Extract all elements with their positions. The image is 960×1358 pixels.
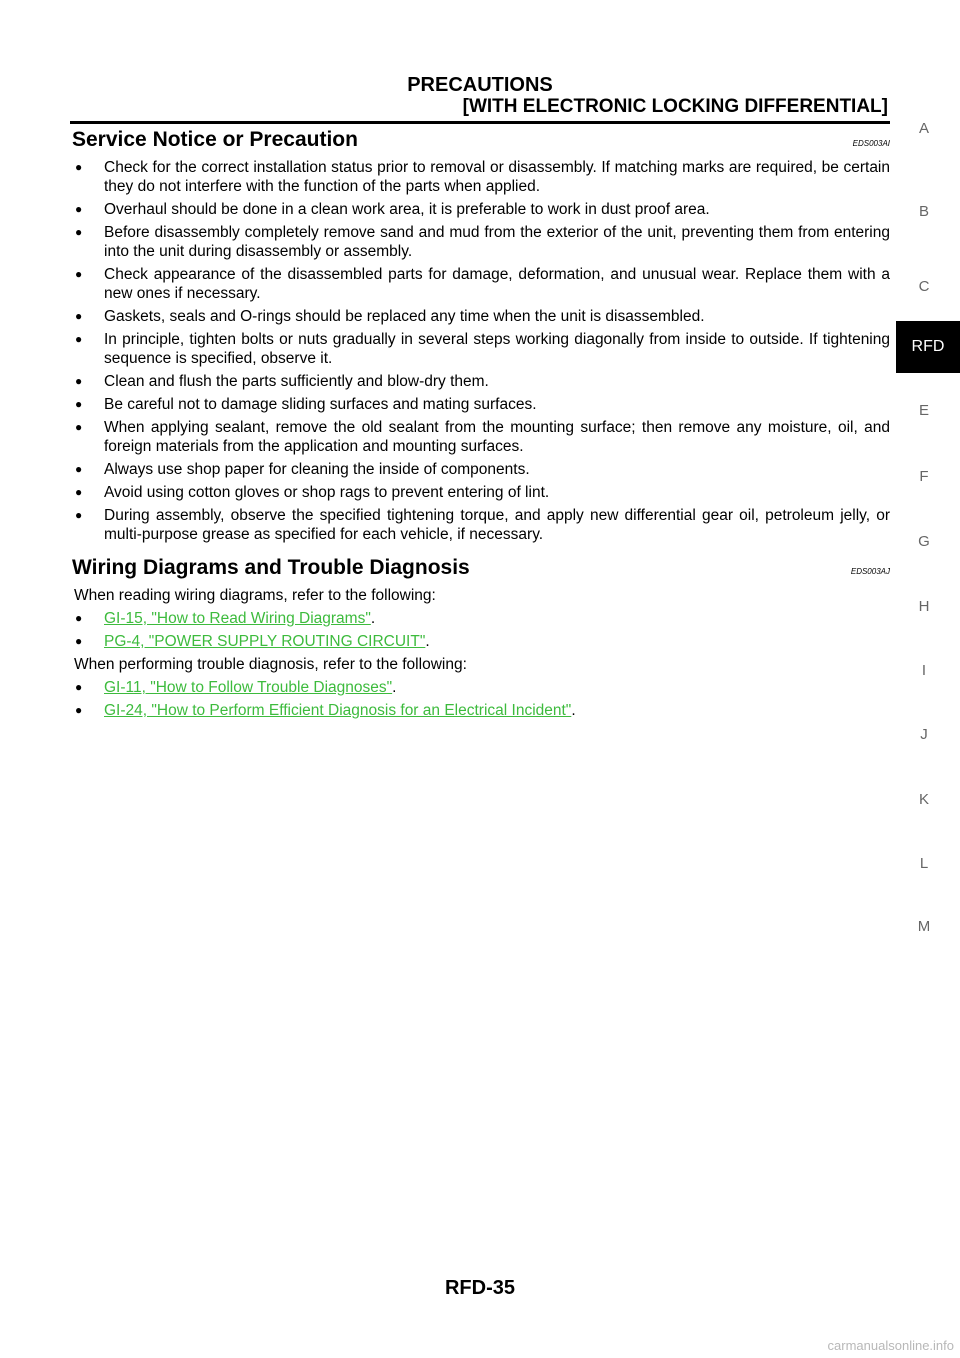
list-item-text: Be careful not to damage sliding surface… [104, 396, 537, 413]
bullet-icon: ● [75, 332, 83, 346]
index-letter[interactable]: L [919, 855, 929, 872]
list-item-text: Before disassembly completely remove san… [104, 224, 890, 260]
bullet-icon: ● [75, 680, 83, 694]
bullet-icon: ● [75, 611, 83, 625]
bullet-icon: ● [75, 485, 83, 499]
bullet-icon: ● [75, 309, 83, 323]
bullet-icon: ● [75, 508, 83, 522]
reference-link[interactable]: GI-15, "How to Read Wiring Diagrams" [104, 610, 371, 627]
bullet-icon: ● [75, 225, 83, 239]
page-number: RFD-35 [444, 1277, 515, 1299]
index-tab-active[interactable]: RFD [896, 321, 960, 373]
bullet-icon: ● [75, 202, 83, 216]
list-item: ● During assembly, observe the specified … [72, 506, 890, 544]
section-code: EDS003AI [852, 139, 890, 148]
list-item: ● Clean and flush the parts sufficiently … [72, 372, 890, 391]
list-item: ● GI-11, "How to Follow Trouble Diagnoses… [72, 678, 890, 697]
bullet-icon: ● [75, 462, 83, 476]
list-item-text: During assembly, observe the specified t… [104, 507, 890, 543]
list-item: ● Overhaul should be done in a clean work… [72, 200, 890, 219]
diagnosis-intro: When performing trouble diagnosis, refer… [74, 656, 467, 673]
precaution-list: ● Check for the correct installation stat… [72, 158, 890, 544]
link-suffix: . [571, 702, 576, 719]
section-title: Wiring Diagrams and Trouble Diagnosis [72, 556, 470, 579]
bullet-icon: ● [75, 267, 83, 281]
list-item-text: Overhaul should be done in a clean work … [104, 201, 710, 218]
list-item-text: Check appearance of the disassembled par… [104, 266, 890, 302]
list-item: ● When applying sealant, remove the old s… [72, 418, 890, 456]
list-item-text: When applying sealant, remove the old se… [104, 419, 890, 455]
index-letter[interactable]: C [918, 278, 930, 295]
section-header-wiring: Wiring Diagrams and Trouble Diagnosis ED… [72, 554, 890, 582]
index-letter[interactable]: J [920, 726, 928, 743]
list-item: ● Avoid using cotton gloves or shop rags … [72, 483, 890, 502]
list-item: ● Gaskets, seals and O-rings should be re… [72, 307, 890, 326]
wiring-reference-list: ● GI-15, "How to Read Wiring Diagrams". ●… [72, 609, 890, 651]
list-item-text: Check for the correct installation statu… [104, 159, 890, 195]
list-item: ● In principle, tighten bolts or nuts gra… [72, 330, 890, 368]
index-letter[interactable]: F [919, 468, 929, 485]
section-code: EDS003AJ [850, 567, 890, 576]
reference-link[interactable]: PG-4, "POWER SUPPLY ROUTING CIRCUIT" [104, 633, 426, 650]
page-title: PRECAUTIONS [407, 74, 553, 96]
index-letter[interactable]: G [918, 533, 930, 550]
bullet-icon: ● [75, 397, 83, 411]
list-item: ● Before disassembly completely remove sa… [72, 223, 890, 261]
main-content: Service Notice or Precaution EDS003AI ● C… [72, 126, 890, 724]
wiring-intro: When reading wiring diagrams, refer to t… [74, 587, 436, 604]
bullet-icon: ● [75, 160, 83, 174]
index-letter[interactable]: E [918, 402, 929, 419]
index-letter[interactable]: B [918, 203, 929, 220]
diagnosis-reference-list: ● GI-11, "How to Follow Trouble Diagnoses… [72, 678, 890, 720]
list-item: ● PG-4, "POWER SUPPLY ROUTING CIRCUIT". [72, 632, 890, 651]
header-rule [70, 121, 890, 124]
bullet-icon: ● [75, 634, 83, 648]
bullet-icon: ● [75, 374, 83, 388]
list-item-text: Always use shop paper for cleaning the i… [104, 461, 530, 478]
section-title: Service Notice or Precaution [72, 128, 358, 151]
list-item: ● GI-15, "How to Read Wiring Diagrams". [72, 609, 890, 628]
link-suffix: . [370, 610, 376, 627]
list-item: ● Be careful not to damage sliding surfac… [72, 395, 890, 414]
bullet-icon: ● [75, 703, 83, 717]
link-suffix: . [392, 679, 397, 696]
index-letter[interactable]: M [917, 918, 931, 935]
list-item-text: Avoid using cotton gloves or shop rags t… [104, 484, 550, 501]
index-letter[interactable]: H [918, 598, 930, 615]
page-subtitle: [WITH ELECTRONIC LOCKING DIFFERENTIAL] [462, 96, 888, 117]
list-item: ● Check for the correct installation stat… [72, 158, 890, 196]
watermark: carmanualsonline.info [827, 1338, 954, 1353]
link-suffix: . [425, 633, 430, 650]
index-letter[interactable]: A [918, 120, 929, 137]
list-item: ● GI-24, "How to Perform Efficient Diagno… [72, 701, 890, 720]
list-item: ● Check appearance of the disassembled pa… [72, 265, 890, 303]
reference-link[interactable]: GI-24, "How to Perform Efficient Diagnos… [104, 702, 572, 719]
list-item-text: Gaskets, seals and O-rings should be rep… [104, 308, 705, 325]
index-letter[interactable]: I [921, 662, 927, 679]
list-item: ● Always use shop paper for cleaning the … [72, 460, 890, 479]
list-item-text: Clean and flush the parts sufficiently a… [104, 373, 489, 390]
bullet-icon: ● [75, 420, 83, 434]
reference-link[interactable]: GI-11, "How to Follow Trouble Diagnoses" [104, 679, 393, 696]
index-letter[interactable]: K [918, 791, 929, 808]
section-header-service-notice: Service Notice or Precaution EDS003AI [72, 126, 890, 154]
list-item-text: In principle, tighten bolts or nuts grad… [104, 331, 890, 367]
